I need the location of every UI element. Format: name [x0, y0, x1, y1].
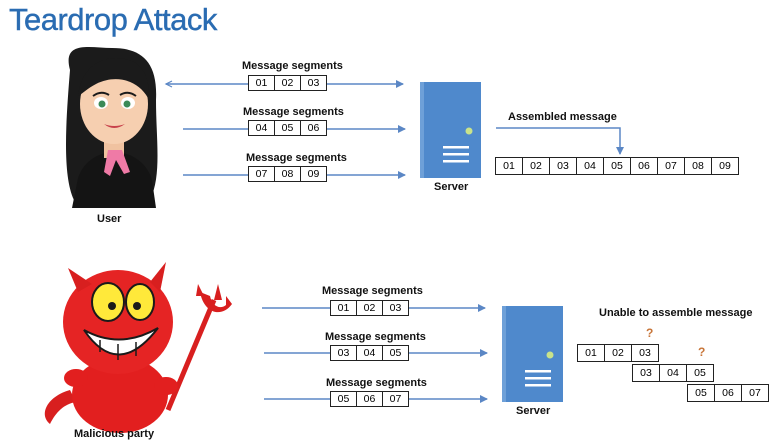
overlap-row-2: 03 04 05	[632, 364, 714, 382]
segment-cell: 01	[495, 157, 523, 175]
segment-cell: 03	[330, 345, 357, 361]
segment-cell: 07	[657, 157, 685, 175]
segment-cell: 05	[274, 120, 301, 136]
top-segment-group-3: 07 08 09	[248, 166, 327, 182]
top-server-icon	[420, 82, 481, 178]
assembled-message-label: Assembled message	[508, 111, 617, 123]
malicious-party-avatar-icon	[44, 262, 232, 433]
segment-cell: 04	[576, 157, 604, 175]
segment-cell: 09	[711, 157, 739, 175]
top-segment-label-1: Message segments	[242, 60, 343, 72]
user-avatar-icon	[66, 47, 158, 208]
user-label: User	[97, 213, 122, 225]
segment-cell: 06	[714, 384, 742, 402]
segment-cell: 07	[248, 166, 275, 182]
segment-cell: 05	[603, 157, 631, 175]
segment-cell: 05	[687, 384, 715, 402]
bottom-segment-group-3: 05 06 07	[330, 391, 409, 407]
segment-cell: 01	[330, 300, 357, 316]
top-server-label: Server	[434, 181, 469, 193]
question-mark-2: ?	[698, 345, 705, 359]
bottom-segment-label-3: Message segments	[326, 377, 427, 389]
segment-cell: 06	[300, 120, 327, 136]
segment-cell: 09	[300, 166, 327, 182]
malicious-party-label: Malicious party	[74, 428, 155, 440]
segment-cell: 08	[684, 157, 712, 175]
segment-cell: 04	[356, 345, 383, 361]
question-mark-1: ?	[646, 326, 653, 340]
segment-cell: 01	[577, 344, 605, 362]
segment-cell: 08	[274, 166, 301, 182]
assembled-message-row: 01 02 03 04 05 06 07 08 09	[495, 157, 739, 175]
segment-cell: 05	[330, 391, 357, 407]
segment-cell: 04	[248, 120, 275, 136]
diagram-title: Teardrop Attack	[9, 2, 218, 37]
bottom-segment-group-1: 01 02 03	[330, 300, 409, 316]
segment-cell: 07	[382, 391, 409, 407]
segment-cell: 03	[549, 157, 577, 175]
segment-cell: 02	[522, 157, 550, 175]
bottom-segment-label-1: Message segments	[322, 285, 423, 297]
segment-cell: 02	[274, 75, 301, 91]
bottom-segment-group-2: 03 04 05	[330, 345, 409, 361]
segment-cell: 05	[382, 345, 409, 361]
top-segment-group-2: 04 05 06	[248, 120, 327, 136]
overlap-row-1: 01 02 03	[577, 344, 659, 362]
segment-cell: 05	[686, 364, 714, 382]
bottom-server-label: Server	[516, 405, 551, 417]
segment-cell: 01	[248, 75, 275, 91]
segment-cell: 03	[632, 364, 660, 382]
segment-cell: 03	[300, 75, 327, 91]
unable-to-assemble-label: Unable to assemble message	[599, 307, 753, 319]
top-segment-group-1: 01 02 03	[248, 75, 327, 91]
segment-cell: 03	[631, 344, 659, 362]
segment-cell: 06	[356, 391, 383, 407]
top-arrow-1-tail	[164, 80, 173, 88]
overlap-row-3: 05 06 07	[687, 384, 769, 402]
segment-cell: 07	[741, 384, 769, 402]
bottom-segment-label-2: Message segments	[325, 331, 426, 343]
segment-cell: 03	[382, 300, 409, 316]
segment-cell: 02	[604, 344, 632, 362]
bottom-server-icon	[502, 306, 563, 402]
segment-cell: 06	[630, 157, 658, 175]
top-segment-label-3: Message segments	[246, 152, 347, 164]
segment-cell: 02	[356, 300, 383, 316]
assembled-arrow	[496, 127, 624, 155]
segment-cell: 04	[659, 364, 687, 382]
top-segment-label-2: Message segments	[243, 106, 344, 118]
